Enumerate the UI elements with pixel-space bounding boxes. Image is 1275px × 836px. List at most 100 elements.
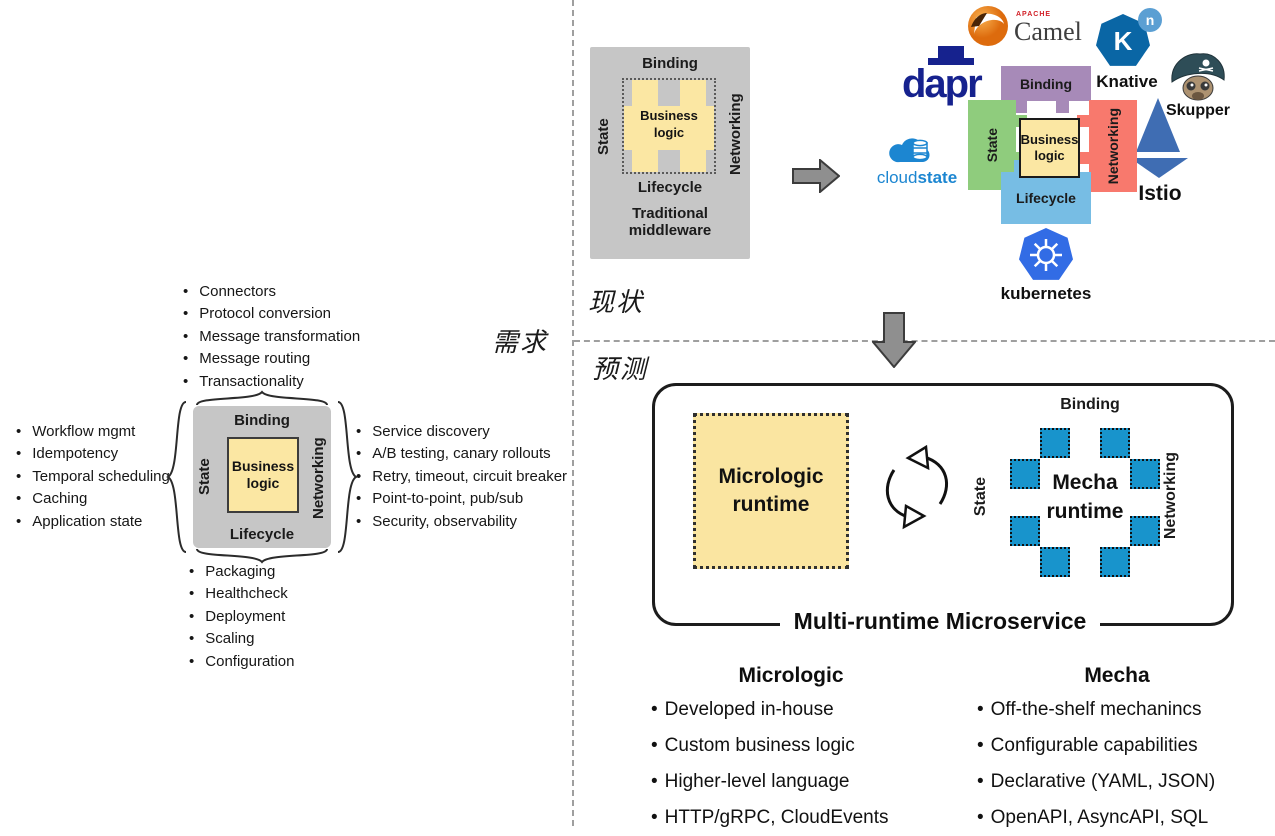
lifecycle-label: Lifecycle: [229, 526, 295, 543]
micrologic-line1: Micrologic: [718, 464, 824, 488]
mecha-square: [1040, 547, 1070, 577]
cloudstate-state-text: state: [917, 168, 958, 187]
cycle-arrows-icon: [885, 444, 949, 530]
needs-top-list: Connectors Protocol conversion Message t…: [183, 281, 360, 393]
list-item: Deployment: [189, 606, 295, 628]
brace-top-icon: [195, 390, 329, 406]
list-item: Point-to-point, pub/sub: [356, 488, 567, 510]
camel-swirl-icon: [968, 6, 1008, 46]
mecha-column-title: Mecha: [1084, 664, 1150, 687]
list-item: HTTP/gRPC, CloudEvents: [651, 800, 889, 836]
binding-label: Binding: [1019, 75, 1073, 92]
list-item: Connectors: [183, 281, 360, 303]
multi-runtime-label-row: Multi-runtime Microservice: [652, 608, 1228, 635]
dapr-logo: dapr: [900, 44, 1010, 108]
brace-left-icon: [166, 400, 188, 554]
puzzle-binding-block: Binding: [1001, 66, 1091, 101]
list-item: Caching: [16, 488, 170, 510]
cloudstate-cloud-text: cloud: [876, 168, 918, 187]
micrologic-line2: runtime: [732, 493, 810, 516]
list-item: Temporal scheduling: [16, 466, 170, 488]
istio-logo: Istio: [1124, 98, 1196, 205]
knative-hexagon-icon: K: [1096, 14, 1150, 66]
mecha-runtime-text: Mecha runtime: [1028, 468, 1142, 526]
brace-right-icon: [336, 400, 358, 554]
knative-logo: K n Knative: [1092, 8, 1170, 94]
multi-runtime-label: Multi-runtime Microservice: [779, 608, 1101, 635]
needs-bottom-list: Packaging Healthcheck Deployment Scaling…: [189, 561, 295, 673]
micrologic-runtime-box: Micrologic runtime: [693, 413, 849, 569]
mecha-square: [1130, 459, 1160, 489]
business-logic-line1: Business: [231, 457, 295, 474]
list-item: OpenAPI, AsyncAPI, SQL: [977, 800, 1215, 836]
caption-line1: Traditional: [632, 205, 708, 222]
networking-label: Networking: [1162, 452, 1179, 540]
puzzle-band: [624, 106, 714, 150]
arrow-right-icon: [792, 159, 840, 193]
list-item: Application state: [16, 511, 170, 533]
camel-apache-text: APACHE: [1016, 11, 1052, 18]
binding-label: Binding: [234, 412, 290, 429]
dapr-hat-icon: [938, 46, 964, 59]
cloudstate-wordmark: cloudstate: [864, 168, 970, 188]
puzzle-tab: [1077, 152, 1089, 164]
list-item: Packaging: [189, 561, 295, 583]
puzzle-business-logic-box: Business logic: [1019, 118, 1080, 178]
brace-bottom-icon: [195, 548, 329, 564]
puzzle-networking-block: Networking: [1089, 100, 1137, 192]
state-label: State: [196, 458, 213, 496]
business-logic-puzzle: Business logic: [622, 78, 716, 174]
list-item: Retry, timeout, circuit breaker: [356, 466, 567, 488]
traditional-middleware-box: Binding State Networking Lifecycle Busin…: [590, 47, 750, 259]
list-item: Message transformation: [183, 326, 360, 348]
kubernetes-logo: kubernetes: [994, 226, 1098, 306]
networking-label: Networking: [310, 437, 327, 519]
business-logic-line2: logic: [653, 124, 685, 140]
list-item: Message routing: [183, 348, 360, 370]
kubernetes-heptagon-icon: [1019, 228, 1073, 280]
business-logic-line1: Business: [1020, 131, 1079, 147]
list-item: Custom business logic: [651, 728, 889, 764]
mecha-line1: Mecha: [1052, 471, 1118, 494]
mecha-square: [1010, 516, 1040, 546]
knative-n-letter: n: [1145, 12, 1155, 28]
list-item: Higher-level language: [651, 764, 889, 800]
list-item: Security, observability: [356, 511, 567, 533]
section-label-demand: 需求: [492, 327, 549, 357]
needs-right-list: Service discovery A/B testing, canary ro…: [356, 421, 567, 533]
binding-label: Binding: [642, 55, 698, 72]
mecha-line2: runtime: [1046, 500, 1124, 523]
istio-label: Istio: [1138, 182, 1182, 205]
micrologic-column-title: Micrologic: [738, 664, 844, 687]
puzzle-tab: [1014, 100, 1027, 113]
vertical-divider: [572, 0, 574, 826]
state-label: State: [984, 127, 1000, 163]
list-item: Healthcheck: [189, 583, 295, 605]
puzzle-tab: [1056, 100, 1069, 113]
business-logic-line1: Business: [640, 108, 698, 123]
mecha-square: [1100, 428, 1130, 458]
knative-label: Knative: [1096, 72, 1158, 91]
networking-label: Networking: [727, 93, 744, 175]
kubernetes-label: kubernetes: [1000, 284, 1092, 303]
mecha-square: [1100, 547, 1130, 577]
knative-n-badge: n: [1138, 8, 1162, 32]
binding-label: Binding: [1060, 396, 1120, 413]
section-label-current: 现状: [588, 287, 645, 317]
business-logic-text: Business logic: [624, 108, 714, 142]
cloudstate-cloud-icon: [889, 138, 930, 163]
mecha-list: Off-the-shelf mechanincs Configurable ca…: [977, 692, 1216, 836]
traditional-caption: Traditional middleware: [590, 205, 750, 239]
puzzle-lifecycle-block: Lifecycle: [1001, 172, 1091, 224]
caption-line2: middleware: [628, 222, 712, 239]
istio-sailboat-icon: [1130, 98, 1188, 178]
section-label-forecast: 预测: [592, 354, 649, 384]
horizontal-divider: [574, 340, 1275, 342]
lifecycle-label: Lifecycle: [1016, 190, 1076, 206]
mecha-square: [1010, 459, 1040, 489]
skupper-pirate-icon: [1171, 53, 1225, 101]
skupper-label: Skupper: [1165, 102, 1230, 119]
knative-k-letter: K: [1113, 25, 1133, 56]
kubernetes-wheel-icon: [1030, 239, 1062, 271]
